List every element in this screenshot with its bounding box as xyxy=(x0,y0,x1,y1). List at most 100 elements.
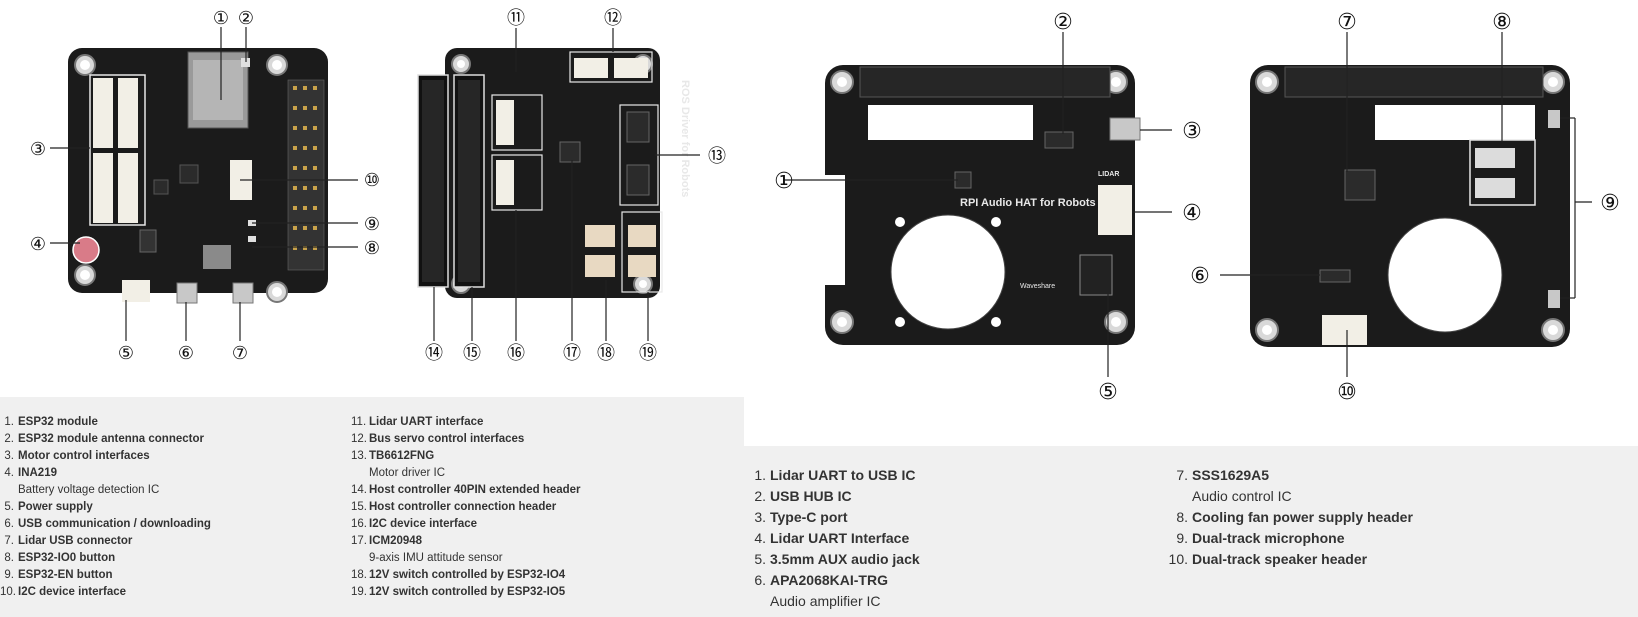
callout-13: ⑬ xyxy=(708,146,726,167)
legend-item-label: ESP32 module xyxy=(18,416,98,428)
legend-item-number: 14. xyxy=(351,484,367,496)
legend-item-number: 5. xyxy=(754,551,766,567)
callout-10: ⑩ xyxy=(364,170,380,191)
legend-item-label: Cooling fan power supply header xyxy=(1192,509,1413,525)
callout-r6: ⑥ xyxy=(1190,264,1210,289)
board-audio-top: RPI Audio HAT for Robots LIDAR Waveshare xyxy=(825,65,1141,345)
callout-4: ④ xyxy=(30,234,46,255)
callout-17: ⑰ xyxy=(563,343,581,364)
legend-item-label: ESP32-IO0 button xyxy=(18,552,116,564)
legend-item: 11.Lidar UART interface xyxy=(351,414,581,431)
legend-item: 3.Type-C port xyxy=(744,507,920,528)
legend-item-number: 7. xyxy=(1176,467,1188,483)
legend-item-label: Dual-track speaker header xyxy=(1192,551,1368,567)
legend-item: 4.Lidar UART Interface xyxy=(744,528,920,549)
capacitor xyxy=(72,236,100,264)
legend-item: 10.I2C device interface xyxy=(0,584,211,601)
legend-item: 12.Bus servo control interfaces xyxy=(351,431,581,448)
legend-item-label: Lidar UART Interface xyxy=(770,530,910,546)
tb6612fng-ic xyxy=(626,111,650,143)
callout-r9: ⑨ xyxy=(1600,191,1620,216)
legend-item-label: Type-C port xyxy=(770,509,848,525)
legend-item-label: ESP32 module antenna connector xyxy=(18,433,204,445)
legend-item-number: 7. xyxy=(4,535,14,547)
legend-item: 8.Cooling fan power supply header xyxy=(1166,507,1413,528)
legend-item-number: 5. xyxy=(4,501,14,513)
legend-item: 1. ESP32 module xyxy=(0,414,211,431)
board2-title: ROS Driver for Robots xyxy=(679,80,691,197)
callouts-right: ① ② ③ ④ ⑤ ⑥ ⑦ ⑧ ⑨ ⑩ xyxy=(774,10,1620,405)
callout-1: ① xyxy=(213,8,229,29)
legend-item-label: 12V switch controlled by ESP32-IO4 xyxy=(369,569,566,581)
legend-item: 9.ESP32-EN button xyxy=(0,567,211,584)
legend-item: 18.12V switch controlled by ESP32-IO4 xyxy=(351,567,581,584)
switch-connector xyxy=(585,225,615,247)
legend-item-number: 2. xyxy=(4,433,14,445)
usb-hub-ic xyxy=(1044,131,1074,149)
legend-item-number: 15. xyxy=(351,501,367,513)
legend-item-number: 16. xyxy=(351,518,367,530)
legend-item-number: 8. xyxy=(4,552,14,564)
microphone xyxy=(1548,290,1560,308)
legend-item-number: 4. xyxy=(4,467,14,479)
power-connector xyxy=(122,280,150,302)
legend-item: 9.Dual-track microphone xyxy=(1166,528,1413,549)
legend-item-label: TB6612FNG xyxy=(369,450,435,462)
legend-item-number: 10. xyxy=(0,586,16,598)
legend-item-label: I2C device interface xyxy=(18,586,127,598)
callout-6: ⑥ xyxy=(178,343,194,364)
callout-16: ⑯ xyxy=(507,343,525,364)
audio-jack xyxy=(1079,254,1113,296)
antenna-connector xyxy=(241,58,250,67)
legend-item-number: 1. xyxy=(754,467,766,483)
legend-item-label: Lidar UART interface xyxy=(369,416,484,428)
callout-5: ⑤ xyxy=(118,343,134,364)
legend-item-label: USB communication / downloading xyxy=(18,518,211,530)
callout-r10: ⑩ xyxy=(1337,380,1357,405)
switch-connector xyxy=(628,225,656,247)
callouts-left: ① ② ③ ④ ⑤ ⑥ ⑦ ⑧ ⑨ ⑩ ⑪ ⑫ ⑬ ⑭ ⑮ ⑯ ⑰ ⑱ ⑲ xyxy=(30,8,726,364)
legend-item-label: 3.5mm AUX audio jack xyxy=(770,551,920,567)
board-esp32 xyxy=(68,48,328,304)
motor-connector xyxy=(118,153,138,223)
legend-item-number: 13. xyxy=(351,450,367,462)
inductor xyxy=(203,245,231,269)
callout-7: ⑦ xyxy=(232,343,248,364)
legend-item-description: Battery voltage detection IC xyxy=(18,484,160,496)
legend-item-number: 1. xyxy=(4,416,14,428)
motor-connector xyxy=(118,78,138,148)
legend-item-label: I2C device interface xyxy=(369,518,478,530)
callout-2: ② xyxy=(238,8,254,29)
legend-item-label: ICM20948 xyxy=(369,535,423,547)
legend-item: 5. Power supply xyxy=(0,499,211,516)
brand-silk: Waveshare xyxy=(1020,283,1055,290)
legend-item-label: SSS1629A5 xyxy=(1192,467,1270,483)
legend-item-label: Power supply xyxy=(18,501,93,513)
type-c-port xyxy=(1109,117,1141,141)
callout-r5: ⑤ xyxy=(1098,380,1118,405)
callout-14: ⑭ xyxy=(425,343,443,364)
callout-r7: ⑦ xyxy=(1337,10,1357,35)
switch-connector xyxy=(628,255,656,277)
legend-left-col1: 1. ESP32 module 2. ESP32 module antenna con… xyxy=(0,414,211,601)
legend-item-label: 12V switch controlled by ESP32-IO5 xyxy=(369,586,566,598)
legend-item-number: 4. xyxy=(754,530,766,546)
amplifier-ic xyxy=(1319,269,1351,283)
legend-item: 19.12V switch controlled by ESP32-IO5 xyxy=(351,584,581,601)
callout-3: ③ xyxy=(30,139,46,160)
legend-item-label: Lidar UART to USB IC xyxy=(770,467,916,483)
legend-item-number: 3. xyxy=(754,509,766,525)
callout-r1: ① xyxy=(774,169,794,194)
legend-item-label: Lidar USB connector xyxy=(18,535,133,547)
sss1629a5-ic xyxy=(1344,169,1376,201)
legend-item-label: Host controller 40PIN extended header xyxy=(369,484,581,496)
legend-item-description: Audio control IC xyxy=(1192,488,1292,504)
motor-connector xyxy=(93,153,113,223)
legend-item-number: 17. xyxy=(351,535,367,547)
legend-item-description: 9-axis IMU attitude sensor xyxy=(369,552,503,564)
